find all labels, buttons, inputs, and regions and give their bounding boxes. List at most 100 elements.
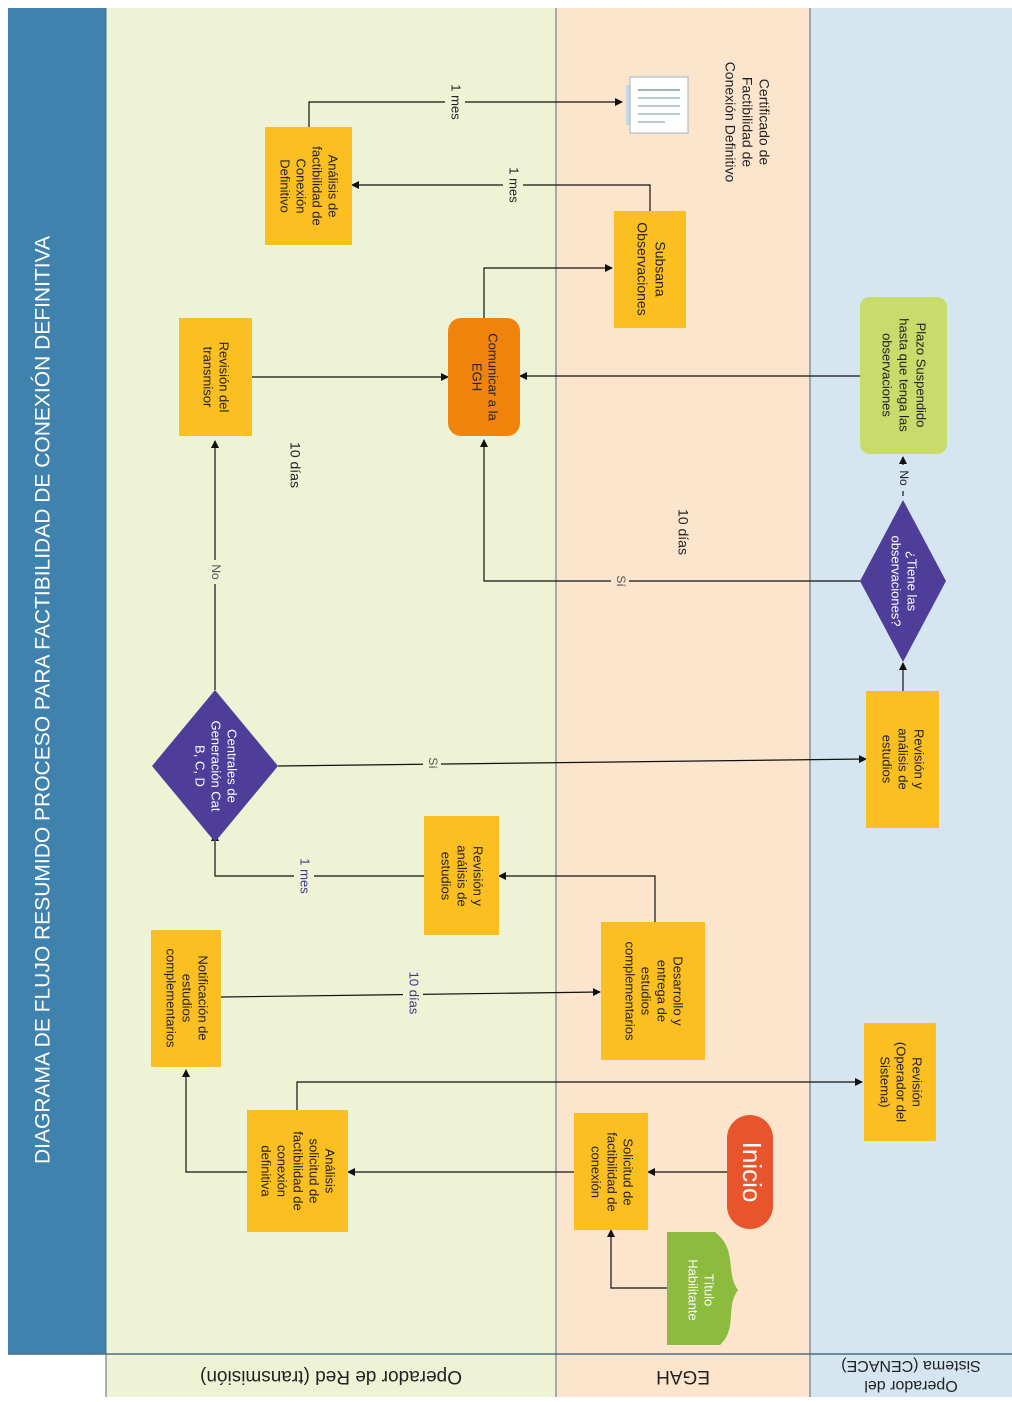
solicitud-label: Solicitud defactibilidad deconexión bbox=[589, 1132, 636, 1212]
inicio-label: Inicio bbox=[737, 1142, 767, 1203]
notificacion-line: estudios bbox=[180, 974, 195, 1023]
centrales-line: B, C, D bbox=[193, 745, 208, 787]
edge-label-bg bbox=[503, 163, 523, 207]
revision-estudios-cenace-line: estudios bbox=[880, 735, 895, 784]
edge-label-bg bbox=[893, 465, 913, 491]
revision-estudios-cenace-node: Revisión yanálisis deestudios bbox=[866, 691, 939, 828]
plazo-suspendido-label: Plazo Suspendidohasta que tenga lasobser… bbox=[880, 318, 929, 432]
edge-label-bg bbox=[206, 560, 224, 584]
titulo-habilitante-label: TítuloHabilitante bbox=[686, 1259, 717, 1320]
lane-cenace bbox=[810, 8, 1012, 1354]
certificado-label: Certificado deFactibilidad deConexión De… bbox=[722, 62, 772, 183]
revision-transmisor-label: Revisión deltransmisor bbox=[201, 342, 232, 413]
certificado-line: Factibilidad de bbox=[739, 77, 755, 167]
edge-label-no: No bbox=[209, 564, 223, 580]
desarrollo-line: entrega de bbox=[655, 960, 670, 1022]
desarrollo-line: complementarios bbox=[623, 942, 638, 1041]
analisis-definitivo-label: Análisis defactibilidad deConexiónDefini… bbox=[278, 146, 341, 226]
notificacion-line: complementarios bbox=[164, 949, 179, 1048]
solicitud-line: factibilidad de bbox=[605, 1132, 620, 1212]
desarrollo-line: Desarrollo y bbox=[671, 956, 686, 1026]
arrow-revision-centrales bbox=[211, 833, 424, 877]
titulo-line: Habilitante bbox=[686, 1259, 701, 1320]
revision-operador-label: Revisión(Operador delSistema) bbox=[878, 1042, 925, 1122]
edge-label-10-dias: 10 días bbox=[287, 442, 303, 488]
revision-transmisor-line: Revisión del bbox=[217, 342, 232, 413]
revision-estudios-red-line: Revisión y bbox=[471, 846, 486, 906]
desarrollo-line: estudios bbox=[639, 967, 654, 1016]
certificado-document-icon bbox=[626, 76, 689, 134]
plazo-suspendido-node: Plazo Suspendidohasta que tenga lasobser… bbox=[860, 297, 947, 454]
comunicar-line: Comunicar a la bbox=[486, 333, 501, 421]
arrow-desarrollo-revision bbox=[498, 872, 656, 922]
solicitud-node: Solicitud defactibilidad deconexión bbox=[574, 1113, 648, 1230]
connectors bbox=[182, 98, 907, 1289]
arrow-centrales-revision-cenace bbox=[277, 755, 867, 767]
lane-header-spacer bbox=[82, 8, 106, 1354]
plazo-line: hasta que tenga las bbox=[897, 318, 912, 432]
analisis-solicitud-line: conexión bbox=[275, 1145, 290, 1197]
analisis-solicitud-node: Análisissolicitud defactibilidad deconex… bbox=[247, 1110, 348, 1232]
inicio-node: Inicio bbox=[727, 1115, 773, 1229]
titulo-line: Título bbox=[702, 1274, 717, 1307]
tiene-obs-line: observaciones? bbox=[889, 535, 904, 626]
analisis-definitivo-line: Análisis de bbox=[326, 155, 341, 218]
analisis-solicitud-line: definitiva bbox=[259, 1145, 274, 1197]
edge-label-si: Sí bbox=[614, 575, 628, 587]
arrow-comunicar-subsana bbox=[483, 264, 613, 318]
title-band bbox=[8, 8, 82, 1354]
lane-label-cenace-line2: Sistema (CENACE) bbox=[841, 1357, 981, 1374]
arrow-decision-comunicar bbox=[480, 439, 862, 582]
edge-label-1-mes: 1 mes bbox=[298, 858, 313, 894]
revision-estudios-red-line: análisis de bbox=[455, 845, 470, 906]
arrow-analisis-notificacion bbox=[182, 1069, 247, 1173]
arrow-analisis-revision-operador bbox=[293, 1078, 863, 1117]
revision-estudios-cenace-line: Revisión y bbox=[912, 729, 927, 789]
tiene-obs-line: ¿Tiene las bbox=[905, 551, 920, 612]
edge-label-no: No bbox=[897, 470, 911, 486]
edge-label-bg bbox=[294, 852, 314, 896]
certificado-line: Conexión Definitivo bbox=[722, 62, 738, 183]
analisis-definitivo-line: Definitivo bbox=[278, 159, 293, 212]
analisis-solicitud-line: Análisis bbox=[323, 1149, 338, 1194]
comunicar-label: Comunicar a laEGH bbox=[470, 333, 501, 421]
edge-label-1-mes: 1 mes bbox=[507, 167, 522, 203]
edge-label-bg bbox=[445, 80, 465, 124]
centrales-label: Centrales deGeneración CatB, C, D bbox=[193, 720, 240, 811]
analisis-solicitud-line: factibilidad de bbox=[291, 1131, 306, 1211]
revision-estudios-red-label: Revisión yanálisis deestudios bbox=[439, 845, 486, 906]
revision-estudios-red-node: Revisión yanálisis deestudios bbox=[424, 816, 499, 935]
edge-label-10-dias: 10 días bbox=[675, 509, 691, 555]
revision-operador-node: Revisión(Operador delSistema) bbox=[864, 1023, 936, 1141]
notificacion-node: Notificación deestudioscomplementarios bbox=[151, 930, 221, 1067]
desarrollo-label: Desarrollo yentrega deestudioscomplement… bbox=[623, 942, 686, 1041]
solicitud-line: conexión bbox=[589, 1146, 604, 1198]
lane-label-cell-red bbox=[106, 1354, 556, 1397]
analisis-definitivo-line: factibilidad de bbox=[310, 146, 325, 226]
plazo-line: observaciones bbox=[880, 333, 895, 417]
plazo-line: Plazo Suspendido bbox=[914, 323, 929, 428]
revision-operador-line: (Operador del bbox=[894, 1042, 909, 1122]
lane-label-cell-egh bbox=[556, 1354, 810, 1397]
lane-label-operador-red: Operador de Red (transmisión) bbox=[200, 1366, 462, 1387]
edge-label-si: Sí bbox=[426, 757, 440, 769]
revision-estudios-cenace-line: análisis de bbox=[896, 728, 911, 789]
desarrollo-node: Desarrollo yentrega deestudioscomplement… bbox=[601, 922, 705, 1060]
edge-label-bg bbox=[611, 569, 629, 593]
revision-transmisor-node: Revisión deltransmisor bbox=[179, 318, 252, 436]
analisis-definitivo-node: Análisis defactibilidad deConexiónDefini… bbox=[265, 127, 352, 245]
revision-operador-line: Revisión bbox=[910, 1057, 925, 1107]
arrow-subsana-analisis-definitivo bbox=[351, 181, 651, 211]
lane-label-cenace-line1: Operador del bbox=[864, 1377, 957, 1394]
tiene-observaciones-decision-node: ¿Tiene lasobservaciones? bbox=[860, 500, 946, 662]
arrow-analisis-certificado bbox=[308, 98, 623, 127]
revision-transmisor-line: transmisor bbox=[201, 347, 216, 408]
edge-label-1-mes: 1 mes bbox=[449, 84, 464, 120]
page-title: DIAGRAMA DE FLUJO RESUMIDO PROCESO PARA … bbox=[32, 236, 55, 1164]
notificacion-line: Notificación de bbox=[196, 955, 211, 1040]
edge-label-bg bbox=[423, 752, 441, 774]
lane-label-egh: EGAH bbox=[656, 1366, 710, 1387]
revision-estudios-red-line: estudios bbox=[439, 852, 454, 901]
